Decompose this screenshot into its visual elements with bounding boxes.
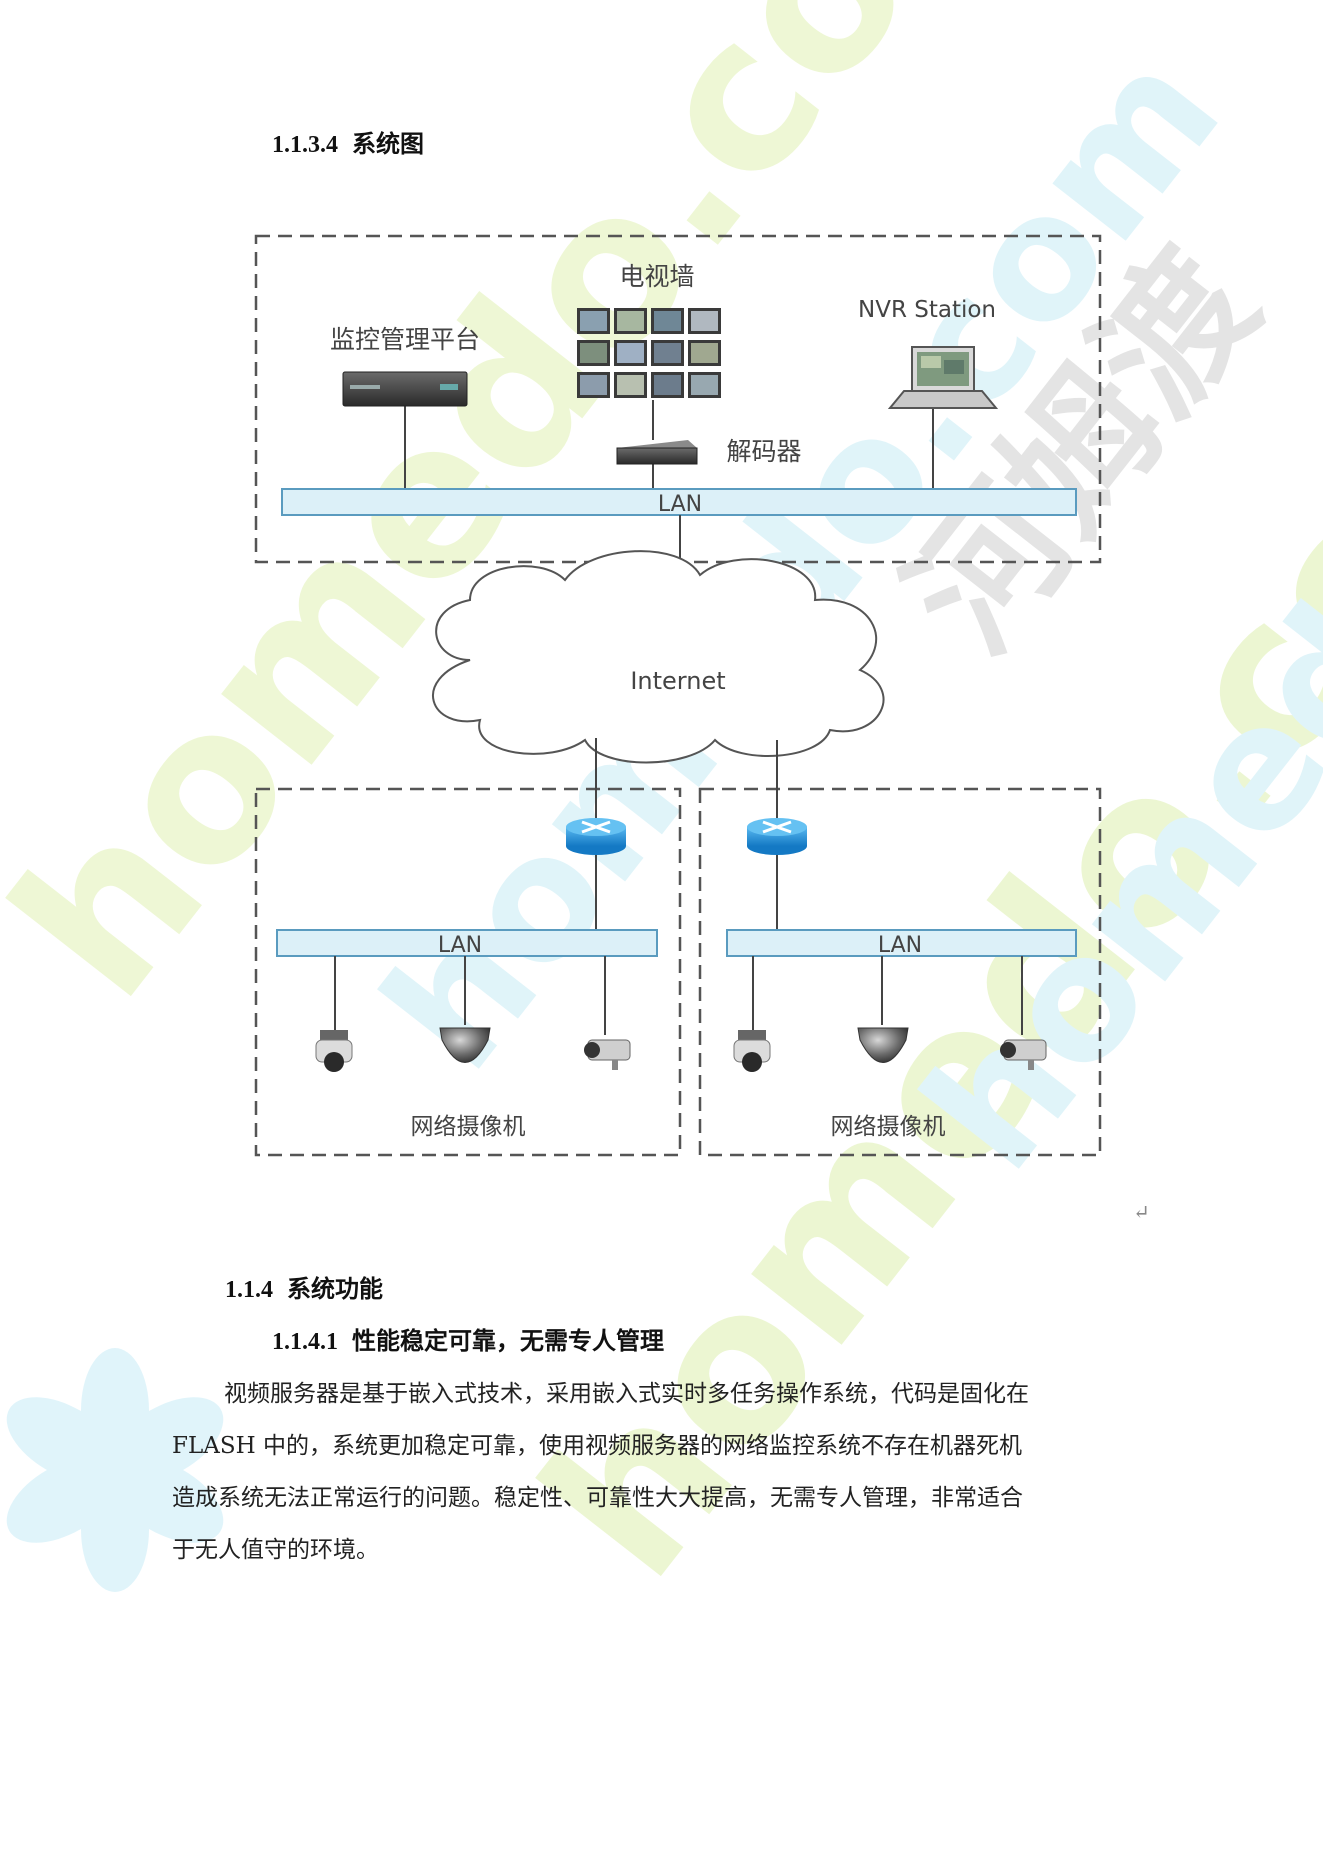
right-dome-camera-icon	[857, 1027, 909, 1063]
right-ptz-camera-icon	[733, 1030, 771, 1072]
right-lan-label: LAN	[878, 933, 922, 958]
tv-screen-image	[580, 343, 607, 363]
tv-screen-image	[691, 375, 718, 395]
tv-wall-label: 电视墙	[619, 262, 694, 291]
left-router-icon	[566, 818, 626, 855]
tv-screen-image	[617, 343, 644, 363]
internet-label: Internet	[630, 667, 725, 695]
right-camera-label: 网络摄像机	[831, 1114, 946, 1140]
section-title: 性能稳定可靠，无需专人管理	[352, 1329, 664, 1355]
right-site-boundary	[698, 787, 1102, 1157]
tv-screen-image	[691, 343, 718, 363]
left-ptz-camera-icon	[315, 1030, 353, 1072]
main-lan-label: LAN	[658, 492, 702, 517]
tv-screen-image	[617, 375, 644, 395]
server-icon	[342, 371, 468, 407]
right-lan-bar	[726, 929, 1077, 957]
tv-screen-image	[580, 311, 607, 331]
main-lan-bar	[281, 488, 1077, 516]
laptop-icon	[887, 346, 999, 409]
section-number: 1.1.4.1	[272, 1329, 338, 1355]
left-camera-label: 网络摄像机	[411, 1114, 526, 1140]
tv-wall-icon	[577, 308, 721, 398]
paragraph-line: 于无人值守的环境。	[172, 1537, 379, 1563]
section-number: 1.1.4	[225, 1277, 273, 1303]
paragraph-line: 造成系统无法正常运行的问题。稳定性、可靠性大大提高，无需专人管理，非常适合	[172, 1485, 1023, 1511]
paragraph-line: 视频服务器是基于嵌入式技术，采用嵌入式实时多任务操作系统，代码是固化在	[224, 1381, 1029, 1407]
decoder-icon	[616, 440, 698, 465]
left-lan-label: LAN	[438, 933, 482, 958]
right-router-icon	[747, 818, 807, 855]
nvr-label: NVR Station	[858, 297, 996, 323]
watermark-flower-icon	[6, 1348, 224, 1592]
section-title: 系统功能	[287, 1277, 383, 1303]
platform-label: 监控管理平台	[330, 325, 480, 354]
paragraph-return-mark: ↵	[1133, 1200, 1150, 1224]
left-dome-camera-icon	[439, 1027, 491, 1063]
tv-screen-image	[617, 311, 644, 331]
section-title: 系统图	[352, 132, 424, 158]
section-heading-1141: 1.1.4.1 性能稳定可靠，无需专人管理	[272, 1321, 664, 1356]
body-paragraph: 视频服务器是基于嵌入式技术，采用嵌入式实时多任务操作系统，代码是固化在 FLAS…	[172, 1368, 1162, 1576]
tv-screen-image	[654, 343, 681, 363]
tv-screen-image	[654, 311, 681, 331]
tv-screen-image	[691, 311, 718, 331]
decoder-label: 解码器	[726, 437, 801, 466]
left-bullet-camera-icon	[584, 1039, 631, 1070]
section-heading-114: 1.1.4 系统功能	[225, 1269, 383, 1304]
section-heading-1134: 1.1.3.4 系统图	[272, 124, 424, 159]
paragraph-line: FLASH 中的，系统更加稳定可靠，使用视频服务器的网络监控系统不存在机器死机	[172, 1433, 1022, 1459]
left-site-boundary	[254, 787, 682, 1157]
section-number: 1.1.3.4	[272, 132, 338, 158]
right-bullet-camera-icon	[1000, 1039, 1047, 1070]
left-lan-bar	[276, 929, 658, 957]
tv-screen-image	[654, 375, 681, 395]
tv-screen-image	[580, 375, 607, 395]
internet-cloud	[432, 550, 885, 764]
